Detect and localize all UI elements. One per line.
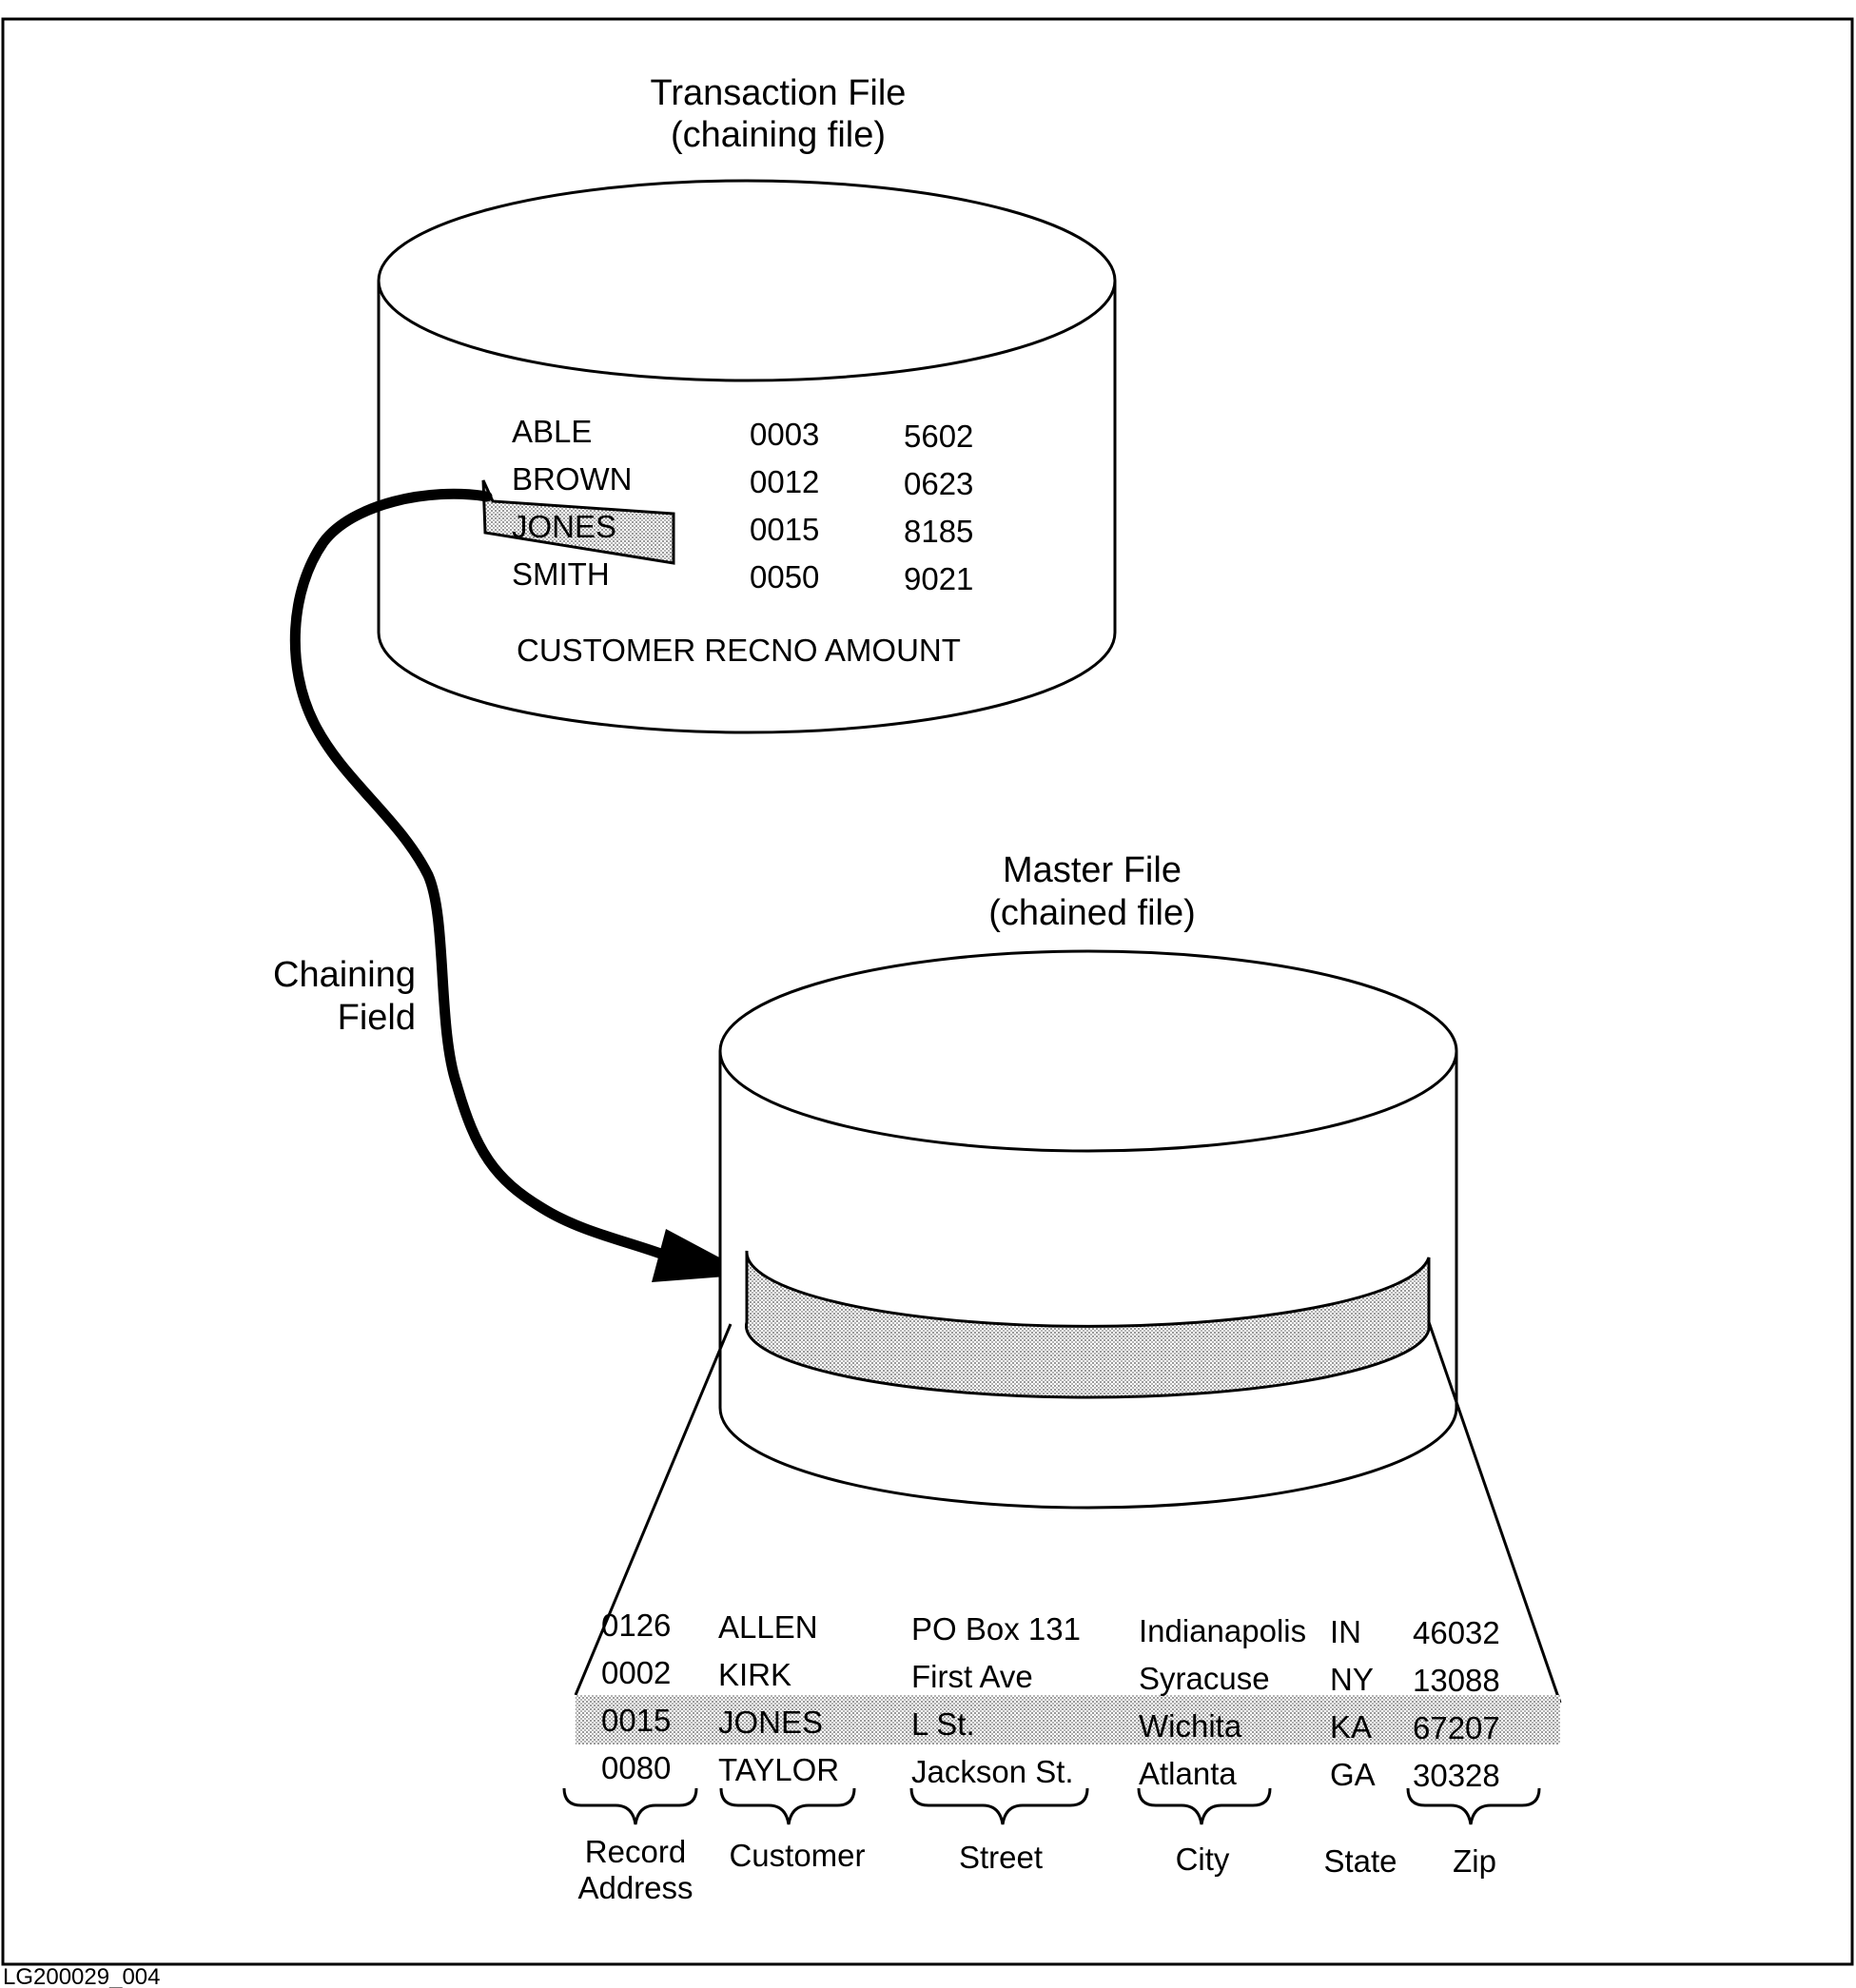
master-cylinder-top bbox=[718, 949, 1458, 1153]
mr-r1-address: 0002 bbox=[601, 1655, 671, 1690]
tx-r2-amount: 8185 bbox=[904, 514, 973, 549]
transaction-file-title: Transaction File bbox=[651, 73, 907, 113]
brace-city bbox=[1137, 1787, 1272, 1825]
tx-r3-recno: 0050 bbox=[750, 559, 819, 594]
tx-r2-customer: JONES bbox=[512, 509, 616, 544]
mr-r0-customer: ALLEN bbox=[718, 1609, 818, 1645]
mr-r3-zip: 30328 bbox=[1413, 1758, 1500, 1793]
label-record-address-1: Record bbox=[585, 1834, 686, 1869]
master-row-highlight bbox=[576, 1695, 1560, 1744]
mr-r0-street: PO Box 131 bbox=[911, 1611, 1081, 1647]
mr-r1-city: Syracuse bbox=[1139, 1661, 1270, 1696]
mr-r1-zip: 13088 bbox=[1413, 1663, 1500, 1698]
tx-r0-recno: 0003 bbox=[750, 417, 819, 452]
master-column-labels: Record Address Customer Street City Stat… bbox=[577, 1834, 1495, 1905]
label-state: State bbox=[1323, 1843, 1397, 1879]
label-customer: Customer bbox=[729, 1838, 865, 1873]
master-file-title: Master File bbox=[1003, 850, 1182, 890]
brace-street bbox=[909, 1787, 1089, 1825]
mr-r0-state: IN bbox=[1330, 1614, 1361, 1649]
zoom-line-left bbox=[574, 1323, 733, 1696]
chaining-field-label-line1: Chaining bbox=[273, 955, 416, 995]
mr-r2-state: KA bbox=[1330, 1709, 1372, 1744]
master-highlight-band bbox=[745, 1250, 1431, 1399]
figure-frame bbox=[1, 17, 1854, 1966]
tx-r3-amount: 9021 bbox=[904, 561, 973, 596]
tx-r0-amount: 5602 bbox=[904, 419, 973, 454]
mr-r0-zip: 46032 bbox=[1413, 1615, 1500, 1650]
transaction-file-cylinder bbox=[377, 179, 1117, 734]
transaction-file-subtitle: (chaining file) bbox=[671, 115, 886, 155]
mr-r1-state: NY bbox=[1330, 1662, 1374, 1697]
brace-zip bbox=[1406, 1787, 1541, 1825]
zoom-line-right bbox=[1427, 1321, 1562, 1704]
mr-r1-street: First Ave bbox=[911, 1659, 1033, 1694]
label-record-address-2: Address bbox=[577, 1870, 693, 1905]
mr-r2-city: Wichita bbox=[1139, 1708, 1242, 1744]
mr-r0-city: Indianapolis bbox=[1139, 1613, 1306, 1648]
chaining-arrow-line bbox=[289, 488, 672, 1261]
label-street: Street bbox=[959, 1840, 1043, 1875]
transaction-column-caption: CUSTOMER RECNO AMOUNT bbox=[517, 633, 961, 668]
mr-r3-state: GA bbox=[1330, 1757, 1376, 1792]
column-braces bbox=[562, 1787, 1541, 1825]
brace-customer bbox=[719, 1787, 856, 1825]
master-cylinder-body bbox=[718, 1051, 1458, 1510]
mr-r2-zip: 67207 bbox=[1413, 1710, 1500, 1745]
master-records: 0126 ALLEN PO Box 131 Indianapolis IN 46… bbox=[601, 1608, 1500, 1793]
transaction-cylinder-body bbox=[377, 281, 1117, 734]
mr-r2-customer: JONES bbox=[718, 1705, 823, 1740]
figure-id: LG200029_004 bbox=[3, 1964, 161, 1988]
tx-r0-customer: ABLE bbox=[512, 414, 592, 449]
mr-r2-address: 0015 bbox=[601, 1703, 671, 1738]
mr-r3-city: Atlanta bbox=[1139, 1756, 1237, 1791]
label-city: City bbox=[1176, 1842, 1230, 1877]
tx-r1-recno: 0012 bbox=[750, 464, 819, 499]
tx-r3-customer: SMITH bbox=[512, 556, 610, 592]
mr-r3-address: 0080 bbox=[601, 1750, 671, 1785]
master-file-subtitle: (chained file) bbox=[988, 893, 1196, 933]
mr-r0-address: 0126 bbox=[601, 1608, 671, 1643]
mr-r3-street: Jackson St. bbox=[911, 1754, 1074, 1789]
mr-r3-customer: TAYLOR bbox=[718, 1752, 839, 1787]
chaining-field-label-line2: Field bbox=[338, 998, 416, 1038]
tx-r2-recno: 0015 bbox=[750, 512, 819, 547]
tx-r1-amount: 0623 bbox=[904, 466, 973, 501]
transaction-records: ABLE 0003 5602 BROWN 0012 0623 JONES 001… bbox=[512, 414, 973, 596]
master-file-cylinder bbox=[718, 949, 1458, 1510]
brace-record-address bbox=[562, 1787, 698, 1825]
label-zip: Zip bbox=[1453, 1843, 1496, 1879]
transaction-cylinder-top bbox=[377, 179, 1117, 382]
mr-r2-street: L St. bbox=[911, 1706, 975, 1742]
tx-r1-customer: BROWN bbox=[512, 461, 633, 497]
mr-r1-customer: KIRK bbox=[718, 1657, 791, 1692]
